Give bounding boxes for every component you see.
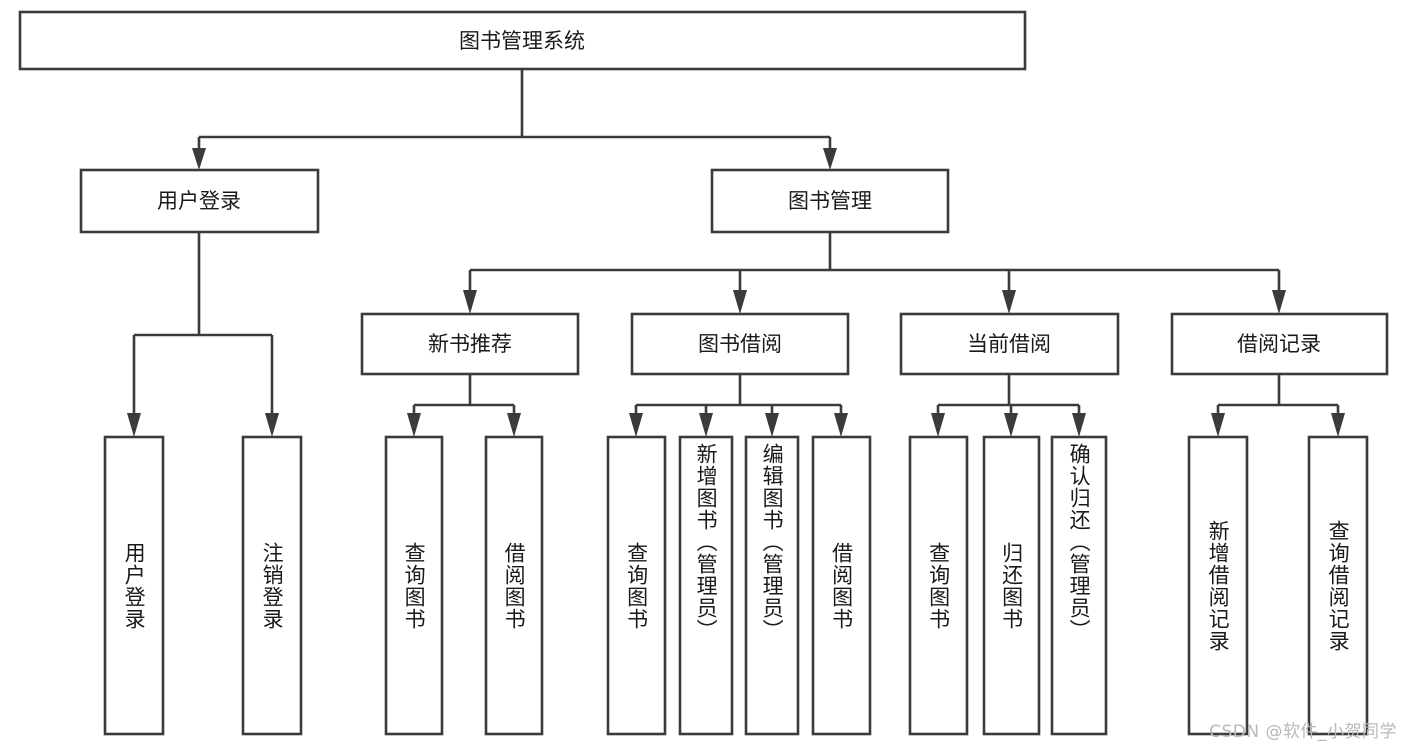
node-borrow-record-box[interactable] — [1170, 312, 1389, 376]
edges-root-to-level2 — [192, 69, 837, 170]
node-new-book-recommend[interactable]: 新书推荐 — [360, 312, 580, 376]
leaf-box-add-borrow-record[interactable] — [1187, 435, 1249, 736]
leaf-box-borrow-book-newbook[interactable] — [484, 435, 544, 736]
node-book-borrow[interactable]: 图书借阅 — [630, 312, 850, 376]
node-root-label: 图书管理系统 — [459, 29, 585, 53]
arrowhead-to-current-borrow — [1002, 290, 1016, 314]
edges-newbook-to-leaves — [407, 374, 521, 437]
leaf-box-add-book-admin[interactable] — [678, 435, 734, 736]
arrowhead-borrow-leaf3 — [765, 413, 779, 437]
node-root[interactable]: 图书管理系统 — [18, 10, 1027, 71]
arrowhead-newbook-leaf1 — [407, 413, 421, 437]
leaf-boxes — [103, 435, 1369, 736]
arrowhead-currentborrow-leaf2 — [1004, 413, 1018, 437]
edges-borrow-to-leaves — [629, 374, 848, 437]
arrowhead-borrowrecord-leaf1 — [1211, 413, 1225, 437]
arrowhead-userlogin-leaf2 — [265, 413, 279, 437]
arrowhead-borrow-leaf2 — [699, 413, 713, 437]
leaf-box-query-book-current[interactable] — [908, 435, 969, 736]
leaf-box-query-book-borrow[interactable] — [606, 435, 667, 736]
leaf-box-return-book[interactable] — [982, 435, 1041, 736]
arrowhead-to-newbook — [463, 290, 477, 314]
node-current-borrow-label: 当前借阅 — [967, 332, 1051, 356]
node-current-borrow[interactable]: 当前借阅 — [899, 312, 1120, 376]
arrowhead-currentborrow-leaf3 — [1072, 413, 1086, 437]
edges-borrowrecord-to-leaves — [1211, 374, 1345, 437]
leaf-box-query-book-newbook[interactable] — [384, 435, 444, 736]
leaf-box-borrow-book[interactable] — [811, 435, 872, 736]
leaf-box-user-login[interactable] — [103, 435, 165, 736]
leaf-box-logout[interactable] — [241, 435, 303, 736]
arrowhead-newbook-leaf2 — [507, 413, 521, 437]
node-borrow-record-label: 借阅记录 — [1237, 332, 1321, 356]
edges-bookmgmt-to-level3 — [463, 232, 1286, 314]
node-book-borrow-box[interactable] — [630, 312, 850, 376]
leaf-box-confirm-return-admin[interactable] — [1050, 435, 1108, 736]
node-current-borrow-box[interactable] — [899, 312, 1120, 376]
arrowhead-borrow-leaf1 — [629, 413, 643, 437]
node-book-borrow-label: 图书借阅 — [698, 332, 782, 356]
arrowhead-root-to-book-mgmt — [823, 148, 837, 170]
leaf-box-query-borrow-record[interactable] — [1307, 435, 1369, 736]
arrowhead-root-to-user-login — [192, 148, 206, 170]
arrowhead-borrow-leaf4 — [834, 413, 848, 437]
edges-userlogin-to-leaves — [127, 232, 279, 437]
arrowhead-userlogin-leaf1 — [127, 413, 141, 437]
node-user-login-label: 用户登录 — [157, 189, 241, 213]
node-book-management-box[interactable] — [710, 168, 950, 234]
arrowhead-to-borrow — [733, 290, 747, 314]
node-new-book-recommend-box[interactable] — [360, 312, 580, 376]
node-user-login[interactable]: 用户登录 — [79, 168, 320, 234]
node-new-book-recommend-label: 新书推荐 — [428, 332, 512, 356]
node-book-management-label: 图书管理 — [788, 189, 872, 213]
arrowhead-borrowrecord-leaf2 — [1331, 413, 1345, 437]
node-borrow-record[interactable]: 借阅记录 — [1170, 312, 1389, 376]
arrowhead-currentborrow-leaf1 — [931, 413, 945, 437]
edges-currentborrow-to-leaves — [931, 374, 1086, 437]
node-user-login-box[interactable] — [79, 168, 320, 234]
leaf-box-edit-book-admin[interactable] — [744, 435, 800, 736]
node-root-box[interactable] — [18, 10, 1027, 71]
node-book-management[interactable]: 图书管理 — [710, 168, 950, 234]
watermark-text: CSDN @软件_小贺同学 — [1209, 722, 1397, 742]
arrowhead-to-borrow-record — [1272, 290, 1286, 314]
